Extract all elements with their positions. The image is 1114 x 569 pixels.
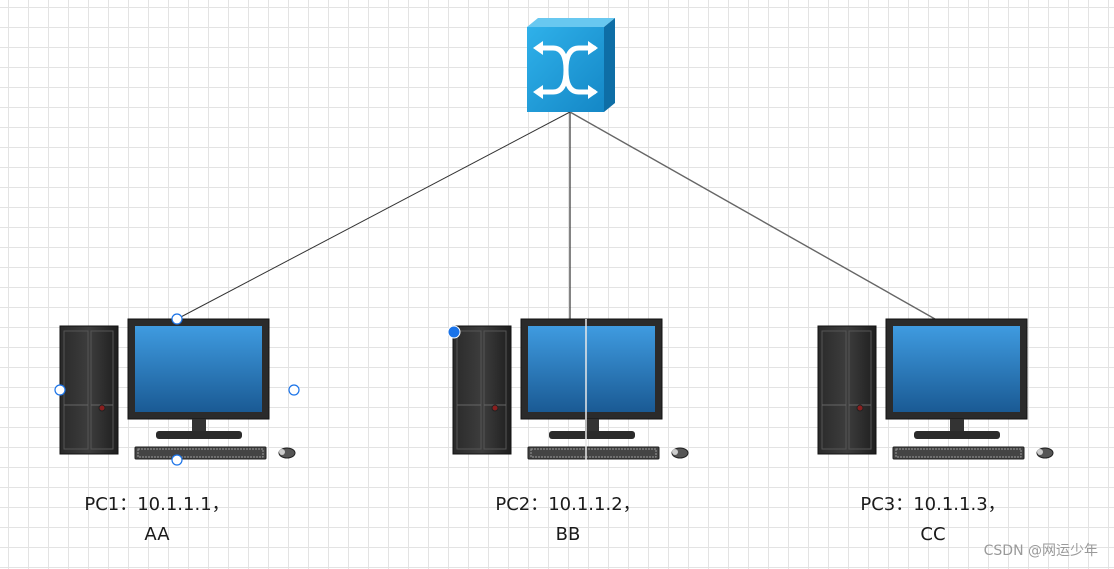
- pc3-ip-text: PC3：10.1.1.3，: [860, 494, 1006, 515]
- resize-handle-left[interactable]: [54, 384, 66, 396]
- computer-pc3-icon[interactable]: [817, 318, 1054, 460]
- selection-handles[interactable]: [54, 313, 300, 466]
- pc2-mac-text: BB: [555, 524, 581, 545]
- watermark: CSDN @网运少年: [983, 543, 1098, 559]
- resize-handle-right[interactable]: [288, 384, 300, 396]
- pc3-mac-text: CC: [920, 524, 946, 545]
- network-switch-icon[interactable]: [527, 18, 615, 112]
- pc2-ip-text: PC2：10.1.1.2，: [495, 494, 641, 515]
- connection-point-pc2[interactable]: [447, 325, 461, 339]
- resize-handle-bottom[interactable]: [171, 454, 183, 466]
- pc1-mac-text: AA: [144, 524, 170, 545]
- pc3-label: PC3：10.1.1.3， CC: [813, 490, 1053, 550]
- pc1-ip-text: PC1：10.1.1.1，: [84, 494, 230, 515]
- link-switch-pc3[interactable]: [569, 111, 936, 320]
- pc1-label: PC1：10.1.1.1， AA: [37, 490, 277, 550]
- computer-pc1-icon[interactable]: [59, 318, 296, 460]
- link-switch-pc1[interactable]: [176, 111, 571, 320]
- pc2-label: PC2：10.1.1.2， BB: [448, 490, 688, 550]
- resize-handle-top[interactable]: [171, 313, 183, 325]
- computer-pc2-icon[interactable]: [452, 318, 689, 460]
